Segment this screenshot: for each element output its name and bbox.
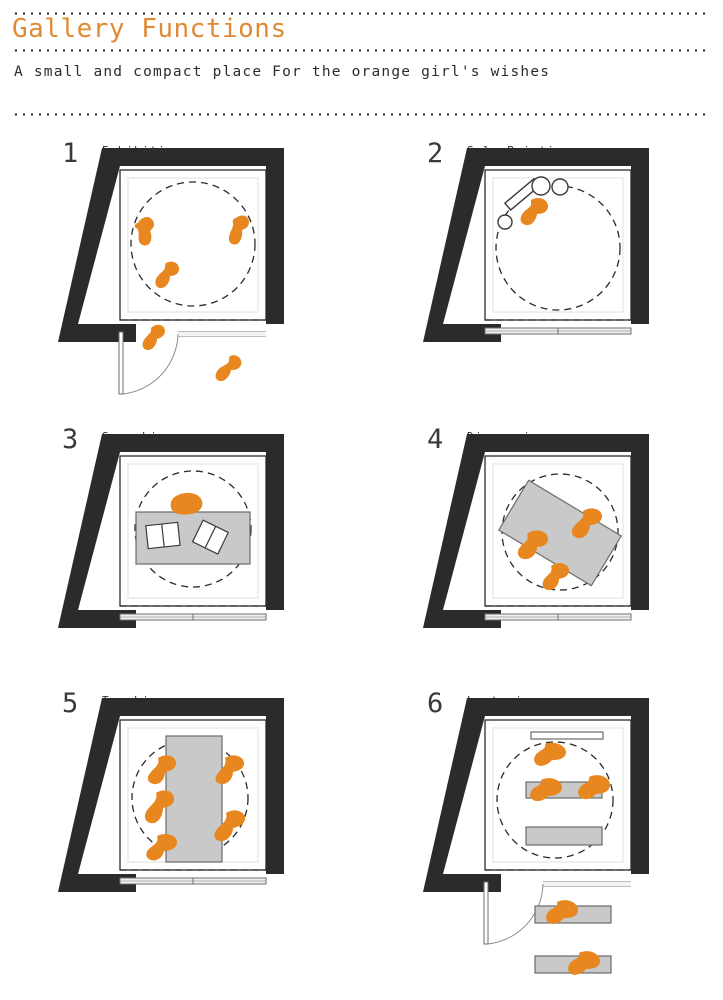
floorplan-exhibition — [58, 148, 284, 395]
stool — [551, 178, 569, 196]
wall-right — [631, 148, 649, 324]
floorplan-discussing — [423, 434, 649, 628]
floorplan-solo-painting — [423, 148, 649, 342]
person-figure — [517, 530, 548, 560]
wall-right — [266, 148, 284, 324]
page-subtitle: A small and compact place For the orange… — [14, 64, 551, 80]
person-figure — [142, 324, 165, 350]
bench-inside — [525, 826, 603, 846]
wall-right — [631, 698, 649, 874]
panel-searching: 3 Searching — [58, 424, 398, 709]
wall-right — [631, 434, 649, 610]
person-figure — [568, 951, 601, 975]
panel-number: 2 — [427, 138, 444, 169]
person-figure — [530, 778, 563, 802]
panel-exhibition: 1 Exhibition — [58, 138, 398, 423]
person-figure — [144, 790, 175, 824]
page-title: Gallery Functions — [12, 14, 287, 44]
turning-circle — [496, 741, 614, 859]
glass-wall — [178, 331, 266, 337]
screen-board — [530, 731, 604, 740]
person-figure — [170, 492, 203, 515]
divider-top — [12, 12, 711, 15]
person-figure — [147, 755, 177, 785]
floorplan-lecturing — [423, 698, 649, 975]
entrance-door[interactable] — [118, 331, 179, 395]
person-figure — [542, 563, 570, 591]
glass-wall-closed[interactable] — [484, 327, 632, 335]
divider-bottom — [12, 113, 711, 116]
person-figure — [146, 833, 178, 861]
panel-lecturing: 6 Lecturing — [423, 688, 723, 988]
panel-number: 1 — [62, 138, 79, 169]
turning-circle — [134, 470, 252, 588]
panel-number: 5 — [62, 688, 79, 719]
person-figure — [155, 261, 180, 289]
person-figure — [228, 215, 249, 245]
table-rotated — [497, 479, 623, 587]
wall-right — [266, 434, 284, 610]
person-figure — [578, 775, 611, 800]
wall-right — [266, 698, 284, 874]
entrance-door[interactable] — [483, 881, 544, 945]
panel-number: 3 — [62, 424, 79, 455]
palette — [497, 214, 513, 230]
open-book — [191, 519, 230, 555]
floorplan-teaching — [58, 698, 284, 892]
floorplan-searching — [58, 434, 284, 628]
person-figure — [215, 755, 245, 785]
panel-solo-painting: 2 Solo Painting — [423, 138, 723, 423]
stool — [531, 176, 551, 196]
glass-wall — [543, 881, 631, 887]
person-figure — [546, 900, 579, 924]
divider-middle — [12, 49, 711, 52]
panel-number: 4 — [427, 424, 444, 455]
room-floor — [127, 177, 259, 313]
panel-number: 6 — [427, 688, 444, 719]
person-figure — [215, 355, 242, 382]
turning-circle — [130, 181, 256, 307]
person-figure — [520, 197, 549, 226]
panel-discussing: 4 Discussing — [423, 424, 723, 709]
page-header: Gallery Functions A small and compact pl… — [0, 0, 723, 130]
panel-teaching: 5 Teaching — [58, 688, 398, 973]
person-figure — [534, 742, 567, 766]
open-book — [145, 521, 181, 550]
glass-wall-closed[interactable] — [119, 613, 267, 621]
person-figure — [214, 810, 246, 842]
glass-wall-closed[interactable] — [484, 613, 632, 621]
person-figure — [134, 217, 155, 246]
person-figure — [571, 508, 603, 539]
glass-wall-closed[interactable] — [119, 877, 267, 885]
